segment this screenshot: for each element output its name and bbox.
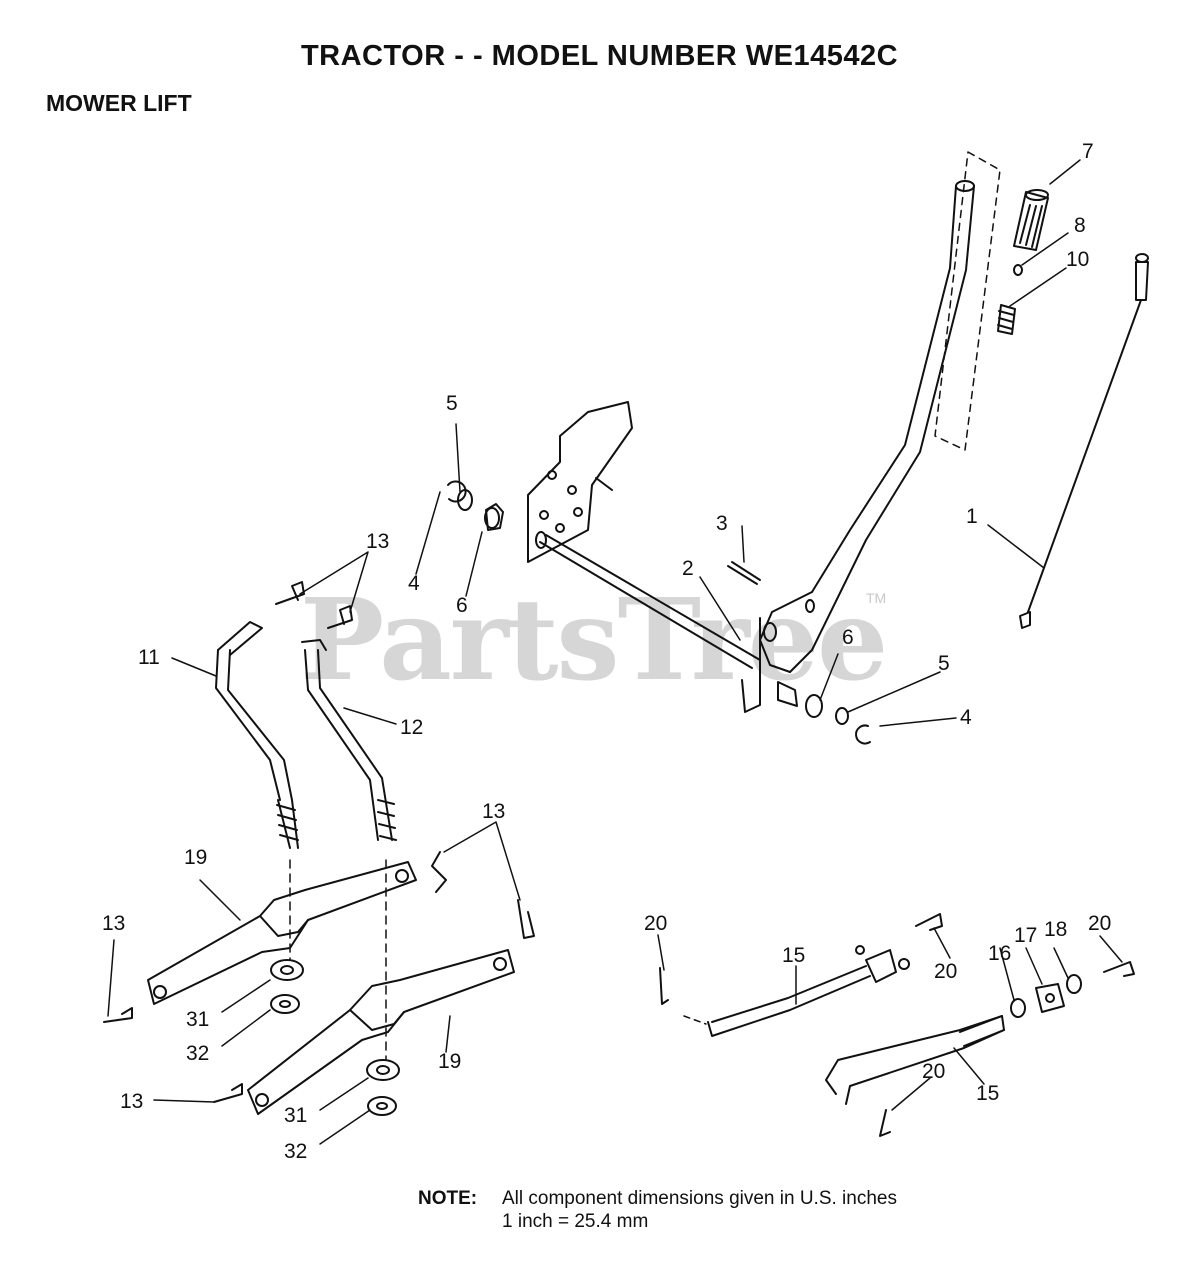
note-label: NOTE: — [418, 1188, 478, 1209]
callout-20: 20 — [934, 960, 957, 983]
nut — [270, 994, 300, 1014]
lift-link-11 — [215, 621, 299, 849]
callout-13: 13 — [102, 912, 125, 935]
callout-17: 17 — [1014, 924, 1037, 947]
callout-13: 13 — [366, 530, 389, 553]
callout-8: 8 — [1074, 214, 1086, 237]
retainer-clip-right — [855, 724, 871, 745]
hairpin-clip-20 — [879, 1109, 891, 1137]
callout-16: 16 — [988, 942, 1011, 965]
lift-lever — [741, 180, 975, 713]
note-line-2: 1 inch = 25.4 mm — [502, 1211, 649, 1232]
callout-20: 20 — [1088, 912, 1111, 935]
callout-6: 6 — [842, 626, 854, 649]
hairpin-clip — [103, 1007, 133, 1023]
section-title: MOWER LIFT — [46, 90, 192, 116]
spacer — [270, 959, 304, 981]
lift-rod-lower — [825, 1015, 1005, 1105]
hairpin-clip-20 — [659, 967, 669, 1005]
callout-4: 4 — [960, 706, 972, 729]
grip-phantom-outline — [934, 151, 1001, 451]
callout-12: 12 — [400, 716, 423, 739]
callout-10: 10 — [1066, 248, 1089, 271]
callout-4: 4 — [408, 572, 420, 595]
callout-32: 32 — [186, 1042, 209, 1065]
dimension-note: NOTE: All component dimensions given in U… — [418, 1188, 897, 1232]
callout-32: 32 — [284, 1140, 307, 1163]
grip — [1013, 189, 1049, 251]
lift-rod-upper — [707, 945, 910, 1037]
watermark-tm: TM — [866, 590, 887, 606]
callout-18: 18 — [1044, 918, 1067, 941]
callout-13: 13 — [120, 1090, 143, 1113]
hairpin-clip — [431, 851, 447, 893]
note-line-1: All component dimensions given in U.S. i… — [502, 1188, 897, 1209]
hairpin-clip-20 — [1103, 961, 1135, 977]
washer-16 — [1010, 998, 1026, 1018]
mounting-plate — [527, 401, 633, 563]
callout-3: 3 — [716, 512, 728, 535]
hairpin-clip — [213, 1083, 243, 1103]
callout-20: 20 — [644, 912, 667, 935]
cross-shaft — [535, 531, 761, 669]
trunnion-17 — [1035, 983, 1065, 1013]
nut — [367, 1096, 397, 1116]
diagram-title: TRACTOR - - MODEL NUMBER WE14542C — [300, 40, 899, 72]
callout-11: 11 — [138, 646, 160, 669]
lift-arm-upper — [147, 861, 417, 1005]
callout-19: 19 — [184, 846, 207, 869]
spring — [997, 304, 1016, 335]
hairpin-clip — [327, 605, 353, 629]
washer-left — [457, 489, 473, 511]
callout-1: 1 — [966, 505, 978, 528]
callout-31: 31 — [186, 1008, 209, 1031]
lift-arm-lower — [247, 949, 515, 1115]
lift-link-12 — [301, 639, 397, 841]
callout-20: 20 — [922, 1060, 945, 1083]
hairpin-clip — [517, 899, 535, 939]
callout-2: 2 — [682, 557, 694, 580]
hairpin-clip — [275, 581, 305, 605]
callout-5: 5 — [938, 652, 950, 675]
callout-19: 19 — [438, 1050, 461, 1073]
button-pin — [1013, 264, 1023, 276]
callout-13: 13 — [482, 800, 505, 823]
washer-right — [835, 707, 849, 725]
hairpin-clip-20 — [915, 913, 943, 931]
spacer — [366, 1059, 400, 1081]
callout-6: 6 — [456, 594, 468, 617]
callout-31: 31 — [284, 1104, 307, 1127]
control-rod — [1019, 253, 1149, 629]
watermark: PartsTree — [300, 575, 888, 706]
callout-5: 5 — [446, 392, 458, 415]
bushing-18 — [1066, 974, 1082, 994]
callout-15: 15 — [976, 1082, 999, 1105]
callout-15: 15 — [782, 944, 805, 967]
bushing-right — [777, 681, 798, 707]
cotter-pin — [727, 561, 761, 585]
callout-7: 7 — [1082, 140, 1094, 163]
